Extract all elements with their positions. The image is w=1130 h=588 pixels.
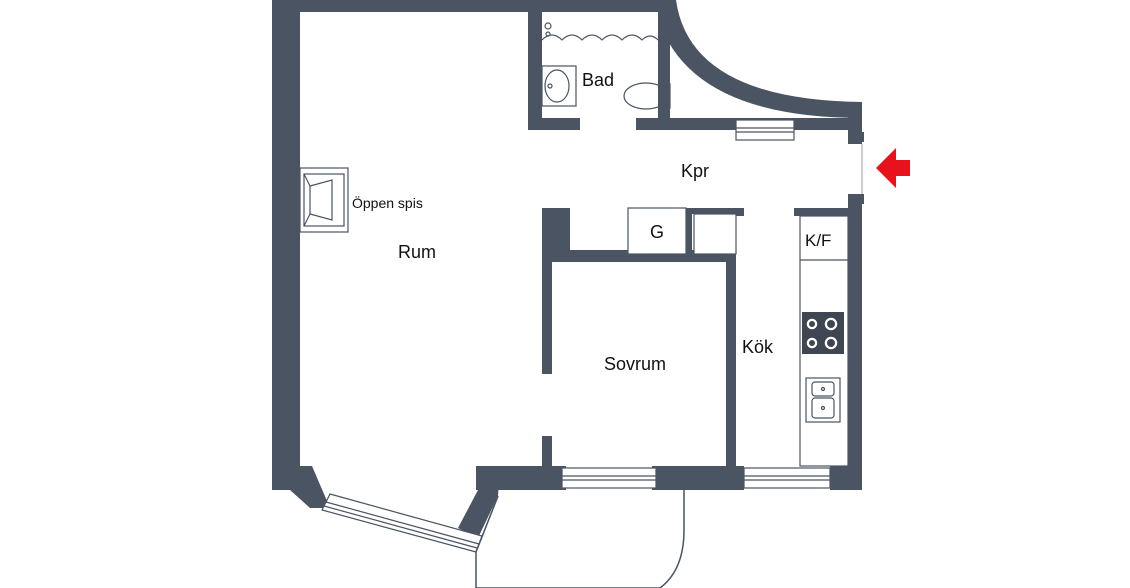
window-kok — [743, 467, 831, 489]
wall-kitchen-top-stub — [794, 208, 848, 216]
shower-icon — [541, 22, 659, 41]
wall-entry-jamb-top — [848, 132, 864, 142]
wardrobe — [627, 207, 687, 255]
wall-curve — [658, 0, 862, 118]
room-label-kok: Kök — [742, 337, 774, 357]
window-kpr-top — [735, 119, 795, 141]
balcony-door-line — [475, 495, 499, 553]
wall-closet-left — [542, 208, 570, 254]
wall-east-lower — [848, 196, 862, 490]
wall-bay-west — [272, 466, 330, 508]
room-label-sovrum: Sovrum — [604, 354, 666, 374]
wall-rum-bad — [528, 0, 542, 130]
wall-bedroom-west-upper — [542, 250, 552, 374]
wall-closet-divider — [686, 208, 692, 254]
wall-bedroom-west-lower — [542, 436, 552, 470]
entrance-arrow-icon — [876, 148, 910, 188]
fridge-freezer-label: K/F — [805, 231, 831, 250]
window-sovrum — [561, 467, 657, 489]
wall-bedroom-east — [726, 250, 736, 470]
windows — [321, 119, 831, 553]
toilet-icon — [623, 82, 671, 110]
wall-bedroom-top — [542, 250, 736, 262]
kitchen-sink-icon — [805, 377, 841, 423]
balcony — [475, 490, 685, 588]
wall-bad-south-1 — [528, 118, 580, 130]
wall-top-rum — [272, 0, 540, 12]
wall-west — [272, 0, 300, 490]
wardrobe-label: G — [650, 222, 664, 242]
wall-entry-jamb-bottom — [848, 194, 864, 204]
fireplace-label: Öppen spis — [352, 194, 423, 211]
wall-bad-east — [658, 0, 670, 130]
stove-icon — [802, 312, 844, 354]
room-label-kpr: Kpr — [681, 161, 709, 181]
wall-closet-top-right — [690, 208, 742, 214]
closet-box — [693, 213, 737, 255]
room-label-rum: Rum — [398, 242, 436, 262]
wall-hall-stub — [736, 208, 744, 216]
fireplace-icon — [299, 167, 349, 233]
room-label-bad: Bad — [582, 70, 614, 90]
washbasin-icon — [541, 65, 577, 107]
wall-top-bad — [528, 0, 676, 12]
wall-south-east — [830, 466, 862, 490]
kitchen-counter — [799, 215, 849, 467]
wall-bay-east — [458, 466, 500, 538]
